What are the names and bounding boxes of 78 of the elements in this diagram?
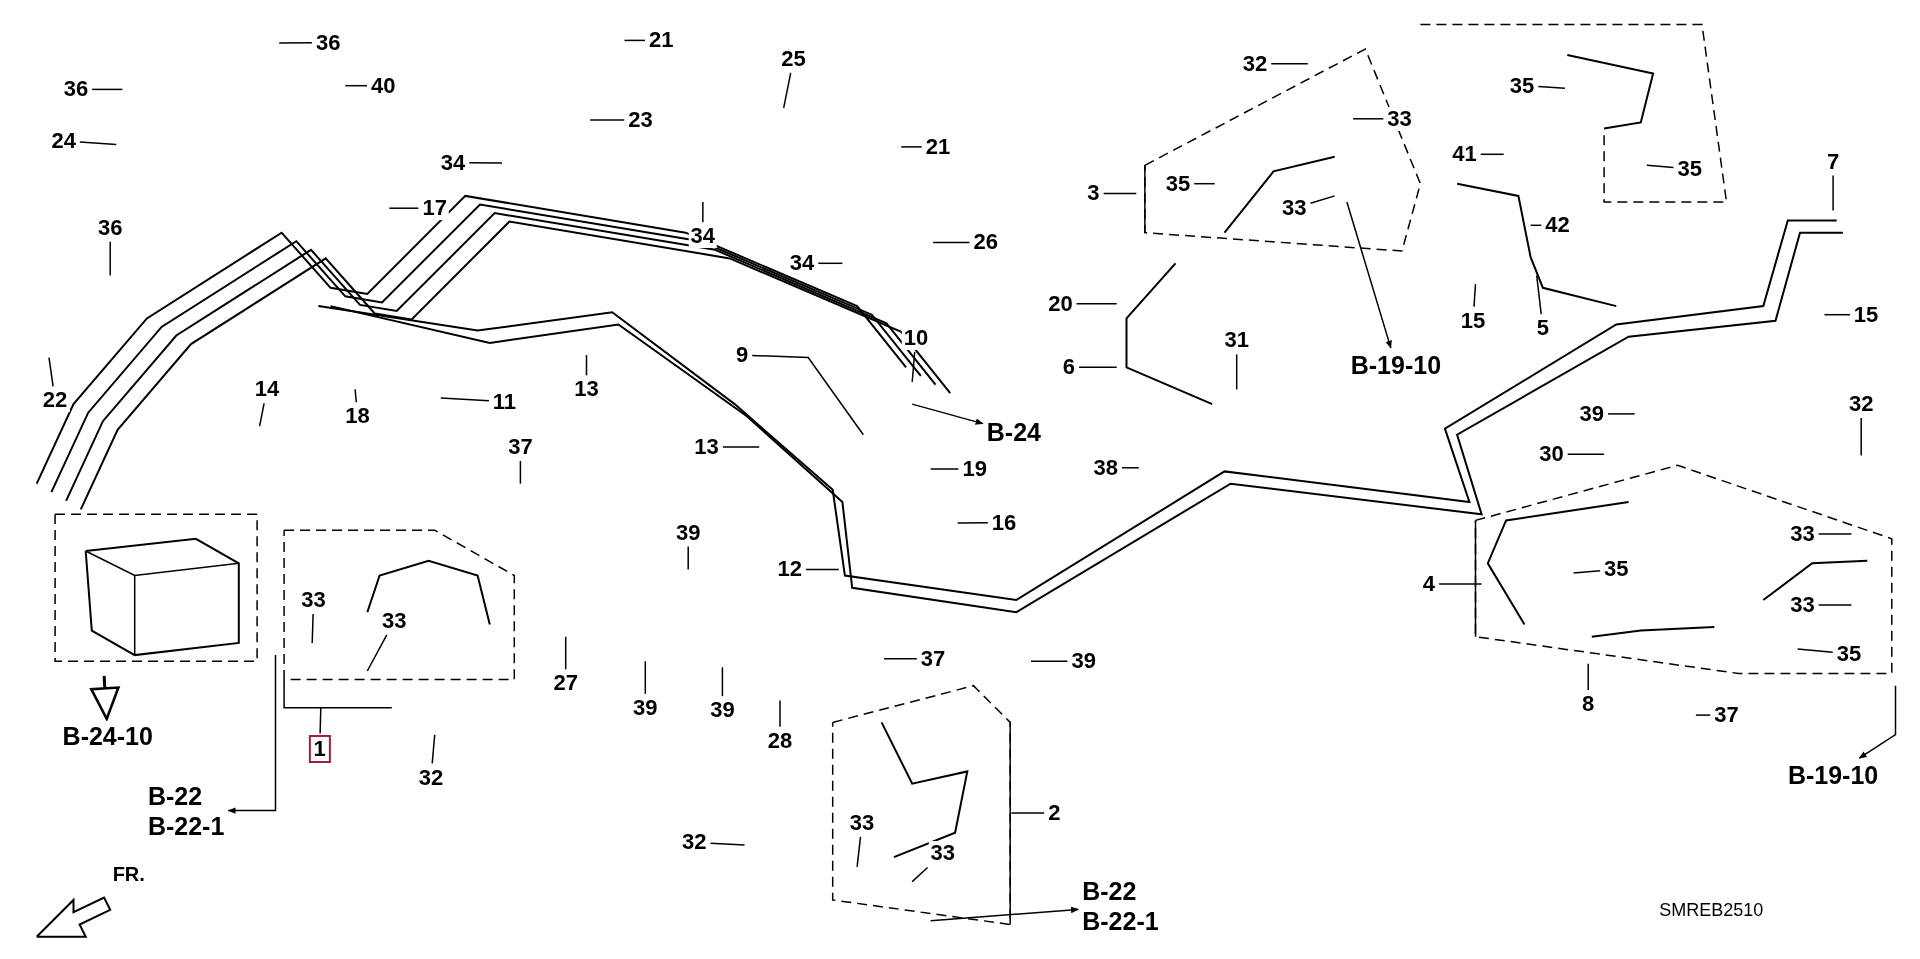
leader-line <box>782 72 792 109</box>
leader-line <box>1817 533 1853 535</box>
leader-line <box>278 42 313 44</box>
leader-line <box>1817 604 1853 606</box>
leader-line <box>929 468 960 470</box>
leader-line <box>856 836 862 868</box>
leader-line <box>1535 274 1542 315</box>
leader-line <box>388 207 420 209</box>
leader-line <box>1352 118 1385 120</box>
leader-line <box>564 635 567 671</box>
leader-line <box>1832 174 1834 212</box>
leader-line <box>1796 648 1834 654</box>
leader-line <box>1309 195 1336 204</box>
leader-line <box>48 356 54 388</box>
leader-line <box>911 351 916 383</box>
leader-line <box>109 241 111 277</box>
leader-line <box>1438 583 1483 585</box>
direction-label: FR. <box>112 863 145 887</box>
leader-line <box>722 446 760 448</box>
leader-line <box>751 354 865 436</box>
leader-line <box>585 354 588 377</box>
leader-line <box>623 39 646 42</box>
leader-line <box>687 545 689 571</box>
leader-line <box>519 460 522 485</box>
leader-line <box>1572 570 1601 574</box>
leader-line <box>1537 85 1566 89</box>
leader-line <box>779 699 781 728</box>
leader-line <box>1473 283 1477 308</box>
leader-line <box>1607 413 1636 415</box>
leader-line <box>311 613 314 644</box>
arrow <box>911 403 984 425</box>
leader-line <box>721 666 724 697</box>
leader-line <box>589 119 625 121</box>
leader-line <box>319 707 322 735</box>
arrow <box>1858 684 1897 759</box>
leader-line <box>91 88 124 91</box>
leader-line <box>1479 153 1505 156</box>
leader-line <box>1030 660 1069 662</box>
leader-line <box>956 522 989 524</box>
leader-line <box>1270 62 1309 65</box>
leader-line <box>709 842 746 846</box>
leader-line <box>911 866 929 883</box>
arrow <box>929 906 1079 922</box>
leader-line <box>1010 812 1045 814</box>
leader-line <box>431 733 436 765</box>
leader-line <box>1193 182 1216 185</box>
part-code: SMREB2510 <box>1659 900 1764 921</box>
leader-line <box>900 146 923 148</box>
arrow <box>1346 201 1392 349</box>
leader-line <box>1587 662 1589 691</box>
callout-number: 33 <box>1385 106 1414 131</box>
leader-line <box>1695 714 1712 716</box>
leader-line <box>1566 453 1605 456</box>
arrow <box>90 675 120 721</box>
leader-line <box>1235 353 1238 391</box>
leader-line <box>1860 417 1862 457</box>
leader-line <box>702 201 704 224</box>
leader-line <box>932 241 971 244</box>
leader-line <box>79 141 118 146</box>
leader-line <box>644 660 647 695</box>
leader-line <box>1102 192 1138 195</box>
leader-line <box>805 568 840 571</box>
leader-line <box>1823 313 1851 316</box>
leader-line <box>817 262 844 265</box>
leader-line <box>1078 366 1118 369</box>
leader-line <box>258 402 265 427</box>
leader-line <box>883 658 918 660</box>
leader-line <box>1121 467 1140 469</box>
leader-line <box>468 162 503 164</box>
leader-line <box>1646 164 1675 169</box>
leader-line <box>366 634 388 672</box>
callout-number: 1 <box>308 735 331 764</box>
leader-line <box>344 84 368 87</box>
leader-line <box>354 388 358 404</box>
leader-line <box>1529 224 1543 227</box>
arrow <box>227 654 277 814</box>
leader-line <box>440 397 490 402</box>
leader-line <box>1075 302 1118 305</box>
